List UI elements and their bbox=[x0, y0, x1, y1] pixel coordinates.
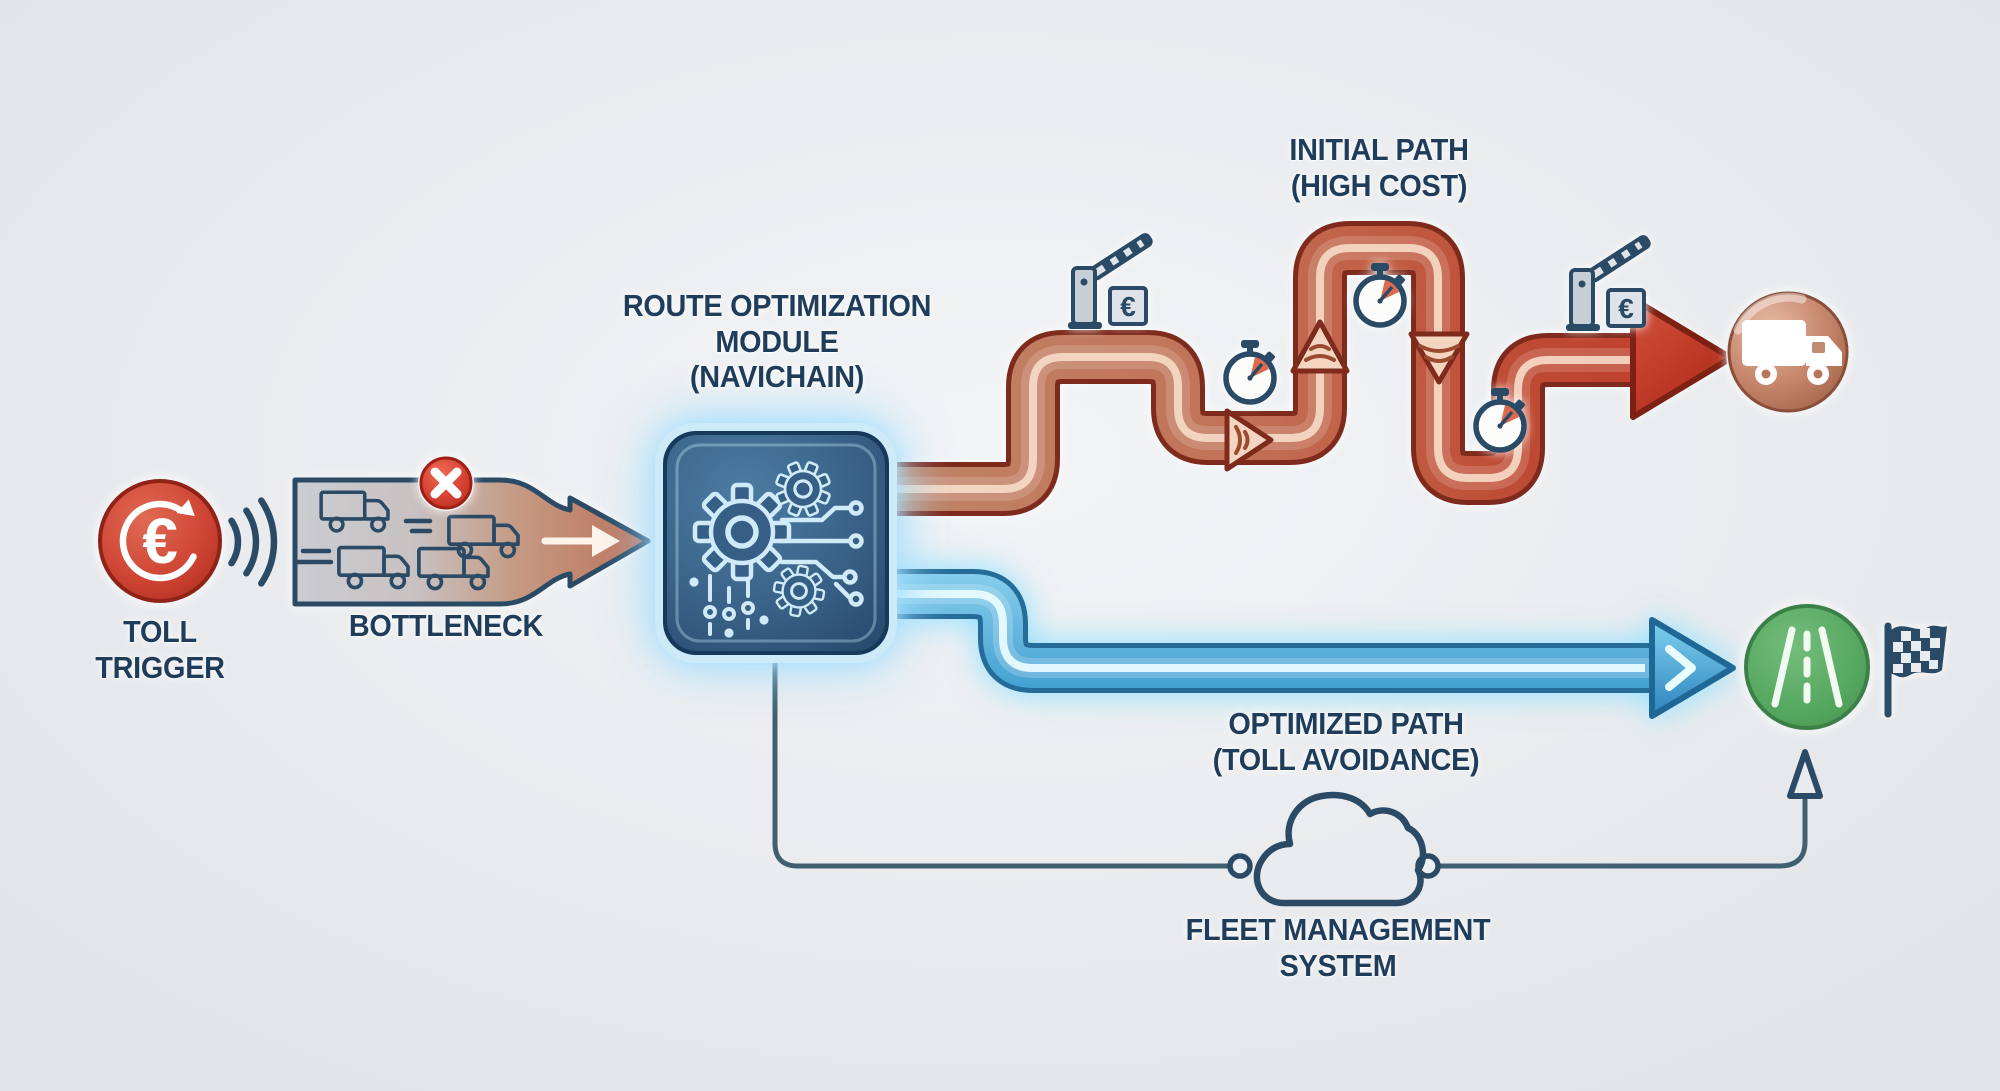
up-arrow-icon bbox=[1787, 749, 1823, 799]
initial-path-label: INITIAL PATH (HIGH COST) bbox=[1289, 132, 1469, 203]
stopwatch-icon bbox=[1226, 340, 1276, 402]
data-sliders-icon bbox=[689, 574, 769, 638]
checkered-flag-icon bbox=[1884, 622, 1947, 718]
optimized-path-label: OPTIMIZED PATH (TOLL AVOIDANCE) bbox=[1212, 706, 1480, 777]
fleet-link-line-right bbox=[1440, 798, 1808, 869]
chevron-right-stripes bbox=[1234, 425, 1250, 455]
toll-trigger-icon: € bbox=[96, 477, 224, 605]
flow-arrow bbox=[541, 525, 620, 557]
x-badge-icon bbox=[418, 455, 474, 511]
toll-gate-icon: € bbox=[1564, 233, 1653, 333]
navichain-module-icon bbox=[655, 423, 897, 663]
fleet-cloud-icon bbox=[1253, 791, 1427, 907]
toll-trigger-label: TOLL TRIGGER bbox=[95, 614, 225, 685]
bottleneck-funnel-icon bbox=[292, 477, 651, 607]
euro-symbol: € bbox=[142, 505, 178, 577]
fleet-link-line-left bbox=[772, 663, 1228, 869]
module-label: ROUTE OPTIMIZATION MODULE (NAVICHAIN) bbox=[622, 288, 932, 395]
destination-truck-badge bbox=[1726, 290, 1850, 414]
gear-icon bbox=[695, 485, 789, 579]
bottleneck-label: BOTTLENECK bbox=[348, 608, 544, 643]
truck-icon bbox=[1742, 320, 1842, 385]
chevron-up-stripes bbox=[1304, 344, 1336, 362]
arrowhead-chevron bbox=[1665, 645, 1696, 691]
destination-road-badge bbox=[1742, 602, 1872, 732]
optimized-path-pipe bbox=[891, 569, 1736, 719]
circuit-icon bbox=[777, 500, 864, 607]
initial-path-arrowhead bbox=[1630, 296, 1734, 420]
toll-gate-icon: € bbox=[1066, 231, 1155, 331]
chevron-down-stripes bbox=[1418, 344, 1460, 363]
toll-sign-currency: € bbox=[1120, 291, 1136, 322]
signal-waves-icon bbox=[228, 497, 278, 587]
fleet-system-label: FLEET MANAGEMENT SYSTEM bbox=[1185, 912, 1491, 983]
road-icon bbox=[1771, 626, 1843, 708]
toll-sign-currency: € bbox=[1618, 293, 1634, 324]
speed-dashes bbox=[294, 518, 433, 565]
link-node-icon bbox=[1227, 853, 1253, 879]
